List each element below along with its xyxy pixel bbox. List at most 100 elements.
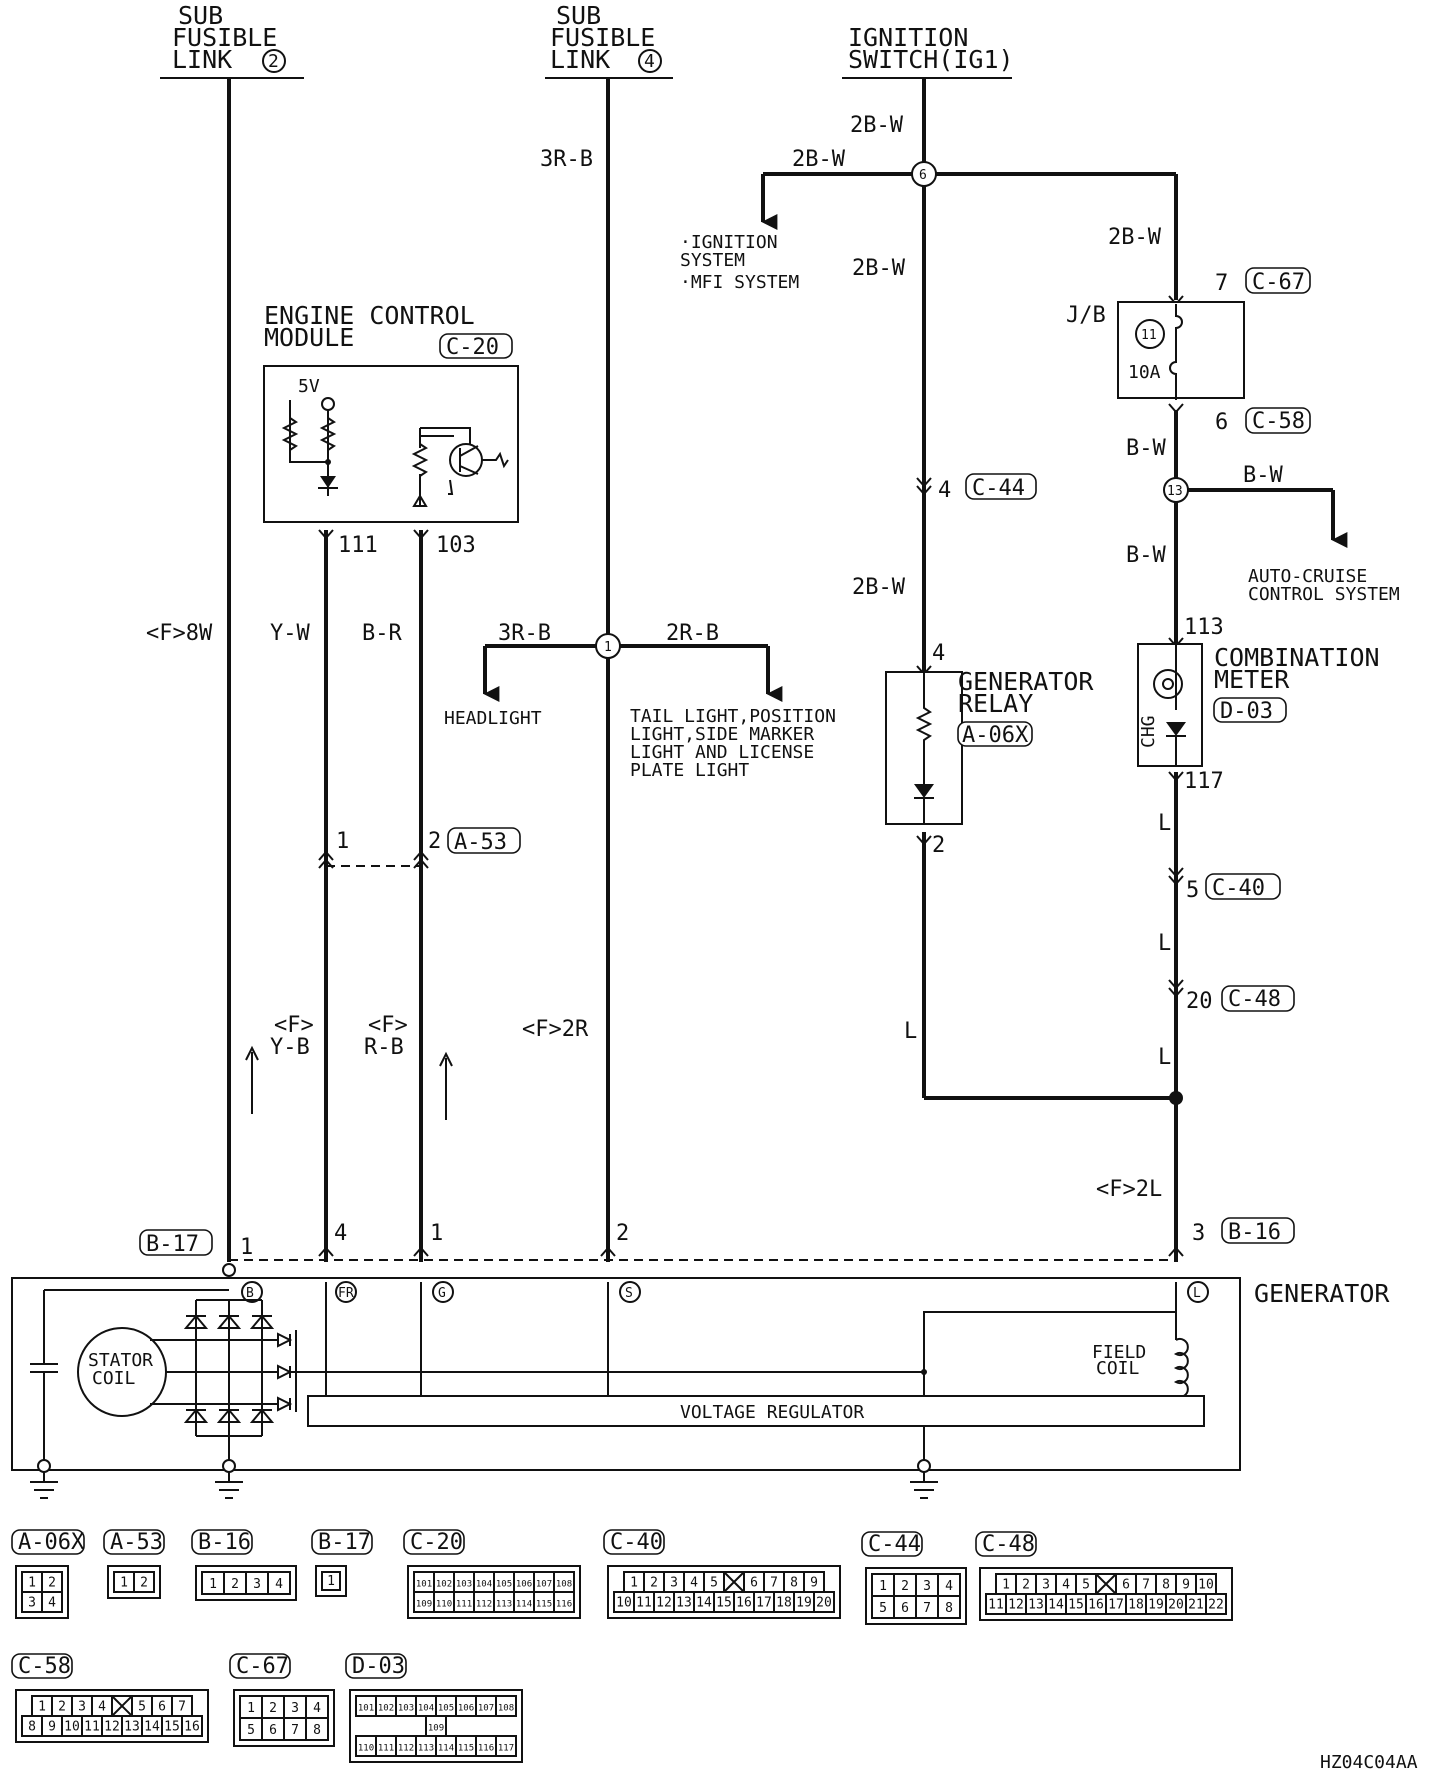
connector-pin-cell: [305, 1717, 329, 1741]
connector-b17-face: B-171: [311, 1529, 373, 1597]
svg-text:C-67: C-67: [1252, 270, 1305, 295]
connector-pin-number: 117: [498, 1743, 514, 1753]
svg-text:5V: 5V: [298, 376, 320, 397]
svg-text:C-40: C-40: [1212, 876, 1265, 901]
connector-pin-number: 8: [945, 1601, 953, 1616]
connector-pin-number: 16: [184, 1719, 200, 1734]
connector-pin-number: 16: [1088, 1597, 1104, 1612]
connector-pin-number: 112: [398, 1743, 414, 1753]
connector-pin-number: 116: [556, 1599, 572, 1609]
svg-text:103: 103: [436, 533, 476, 558]
svg-text:C-48: C-48: [1228, 987, 1281, 1012]
svg-text:<F>2R: <F>2R: [522, 1017, 589, 1042]
svg-text:117: 117: [1184, 769, 1224, 794]
svg-text:L: L: [904, 1019, 917, 1044]
connector-pin-number: 111: [456, 1599, 472, 1609]
svg-text:10A: 10A: [1128, 362, 1161, 383]
svg-text:VOLTAGE REGULATOR: VOLTAGE REGULATOR: [680, 1402, 864, 1423]
junction-block: 7 C-67 J/B 11 10A 6 C-58: [1066, 267, 1311, 435]
svg-text:3R-B: 3R-B: [540, 147, 593, 172]
svg-text:B-W: B-W: [1126, 543, 1166, 568]
connector-pin-number: 111: [378, 1743, 394, 1753]
connector-pin-number: 11: [84, 1719, 100, 1734]
svg-text:<F>: <F>: [368, 1013, 408, 1038]
svg-text:A-53: A-53: [454, 830, 507, 855]
svg-text:B-W: B-W: [1243, 463, 1283, 488]
connector-pin-number: 113: [496, 1599, 512, 1609]
connector-pin-number: 1: [879, 1579, 887, 1594]
connector-label: C-58: [18, 1654, 71, 1679]
connector-pin-number: 9: [48, 1719, 56, 1734]
combination-meter: 113 CHG 117 COMBINATION METER D-03: [1137, 615, 1380, 794]
svg-text:2: 2: [428, 829, 441, 854]
svg-text:G: G: [438, 1286, 446, 1301]
svg-text:B-W: B-W: [1126, 436, 1166, 461]
svg-text:2: 2: [932, 833, 945, 858]
connector-pin-number: 3: [28, 1595, 36, 1610]
svg-text:1: 1: [336, 829, 349, 854]
svg-text:B-16: B-16: [1228, 1220, 1281, 1245]
svg-text:LIGHT AND LICENSE: LIGHT AND LICENSE: [630, 742, 814, 763]
svg-text:FUSIBLE: FUSIBLE: [172, 23, 277, 52]
connector-pin-number: 1: [38, 1699, 46, 1714]
connector-pin-number: 3: [253, 1577, 261, 1592]
connector-pin-number: 1: [120, 1575, 128, 1590]
svg-text:5: 5: [1186, 878, 1199, 903]
connector-pin-number: 5: [138, 1699, 146, 1714]
svg-text:SWITCH(IG1): SWITCH(IG1): [848, 45, 1014, 74]
connector-pin-cell: [937, 1595, 961, 1619]
connector-pin-number: 15: [164, 1719, 180, 1734]
svg-text:3: 3: [1192, 1221, 1205, 1246]
connector-pin-number: 10: [1198, 1577, 1214, 1592]
connector-pin-cell: [553, 1591, 575, 1613]
connector-pin-number: 5: [710, 1575, 718, 1590]
connector-pin-number: 114: [438, 1743, 454, 1753]
connector-label: A-06X: [18, 1530, 85, 1555]
connector-pin-number: 103: [398, 1703, 414, 1713]
connector-pin-number: 1: [209, 1577, 217, 1592]
svg-text:6: 6: [919, 168, 927, 183]
connector-pin-number: 4: [48, 1595, 56, 1610]
b17-terminal-dot: [222, 1263, 236, 1277]
connector-pin-number: 2: [58, 1699, 66, 1714]
svg-text:L: L: [1193, 1286, 1201, 1301]
connector-pin-number: 112: [476, 1599, 492, 1609]
svg-text:·IGNITION: ·IGNITION: [680, 232, 778, 253]
svg-text:2B-W: 2B-W: [1108, 225, 1162, 250]
connector-pin-number: 8: [1162, 1577, 1170, 1592]
svg-text:7: 7: [1215, 271, 1228, 296]
connector-pin-number: 3: [923, 1579, 931, 1594]
connector-pin-number: 12: [104, 1719, 120, 1734]
connector-pin-number: 3: [1042, 1577, 1050, 1592]
connector-pin-number: 6: [750, 1575, 758, 1590]
connector-pin-number: 6: [901, 1601, 909, 1616]
connector-pin-number: 19: [796, 1595, 812, 1610]
connector-label: A-53: [110, 1530, 163, 1555]
svg-text:1: 1: [430, 1221, 443, 1246]
connector-pin-number: 7: [178, 1699, 186, 1714]
connector-pin-number: 6: [158, 1699, 166, 1714]
ignition-switch-ig1: IGNITION SWITCH(IG1): [842, 23, 1014, 79]
connector-pin-number: 101: [416, 1579, 432, 1589]
connector-c44-inline: 4 C-44: [916, 473, 1037, 503]
connector-pin-number: 115: [458, 1743, 474, 1753]
svg-text:IGNITION: IGNITION: [848, 23, 968, 52]
connector-pin-number: 8: [790, 1575, 798, 1590]
connector-pin-number: 2: [901, 1579, 909, 1594]
connector-pin-number: 113: [418, 1743, 434, 1753]
connector-pin-number: 115: [536, 1599, 552, 1609]
connector-pin-number: 107: [478, 1703, 494, 1713]
connector-pin-number: 2: [48, 1575, 56, 1590]
junction-13: [1163, 477, 1189, 503]
connector-pin-number: 101: [358, 1703, 374, 1713]
connector-pin-number: 110: [358, 1743, 374, 1753]
connector-pin-number: 11: [636, 1595, 652, 1610]
connector-label: D-03: [352, 1654, 405, 1679]
connector-pin-number: 116: [478, 1743, 494, 1753]
connector-pin-number: 4: [1062, 1577, 1070, 1592]
connector-pin-number: 8: [28, 1719, 36, 1734]
